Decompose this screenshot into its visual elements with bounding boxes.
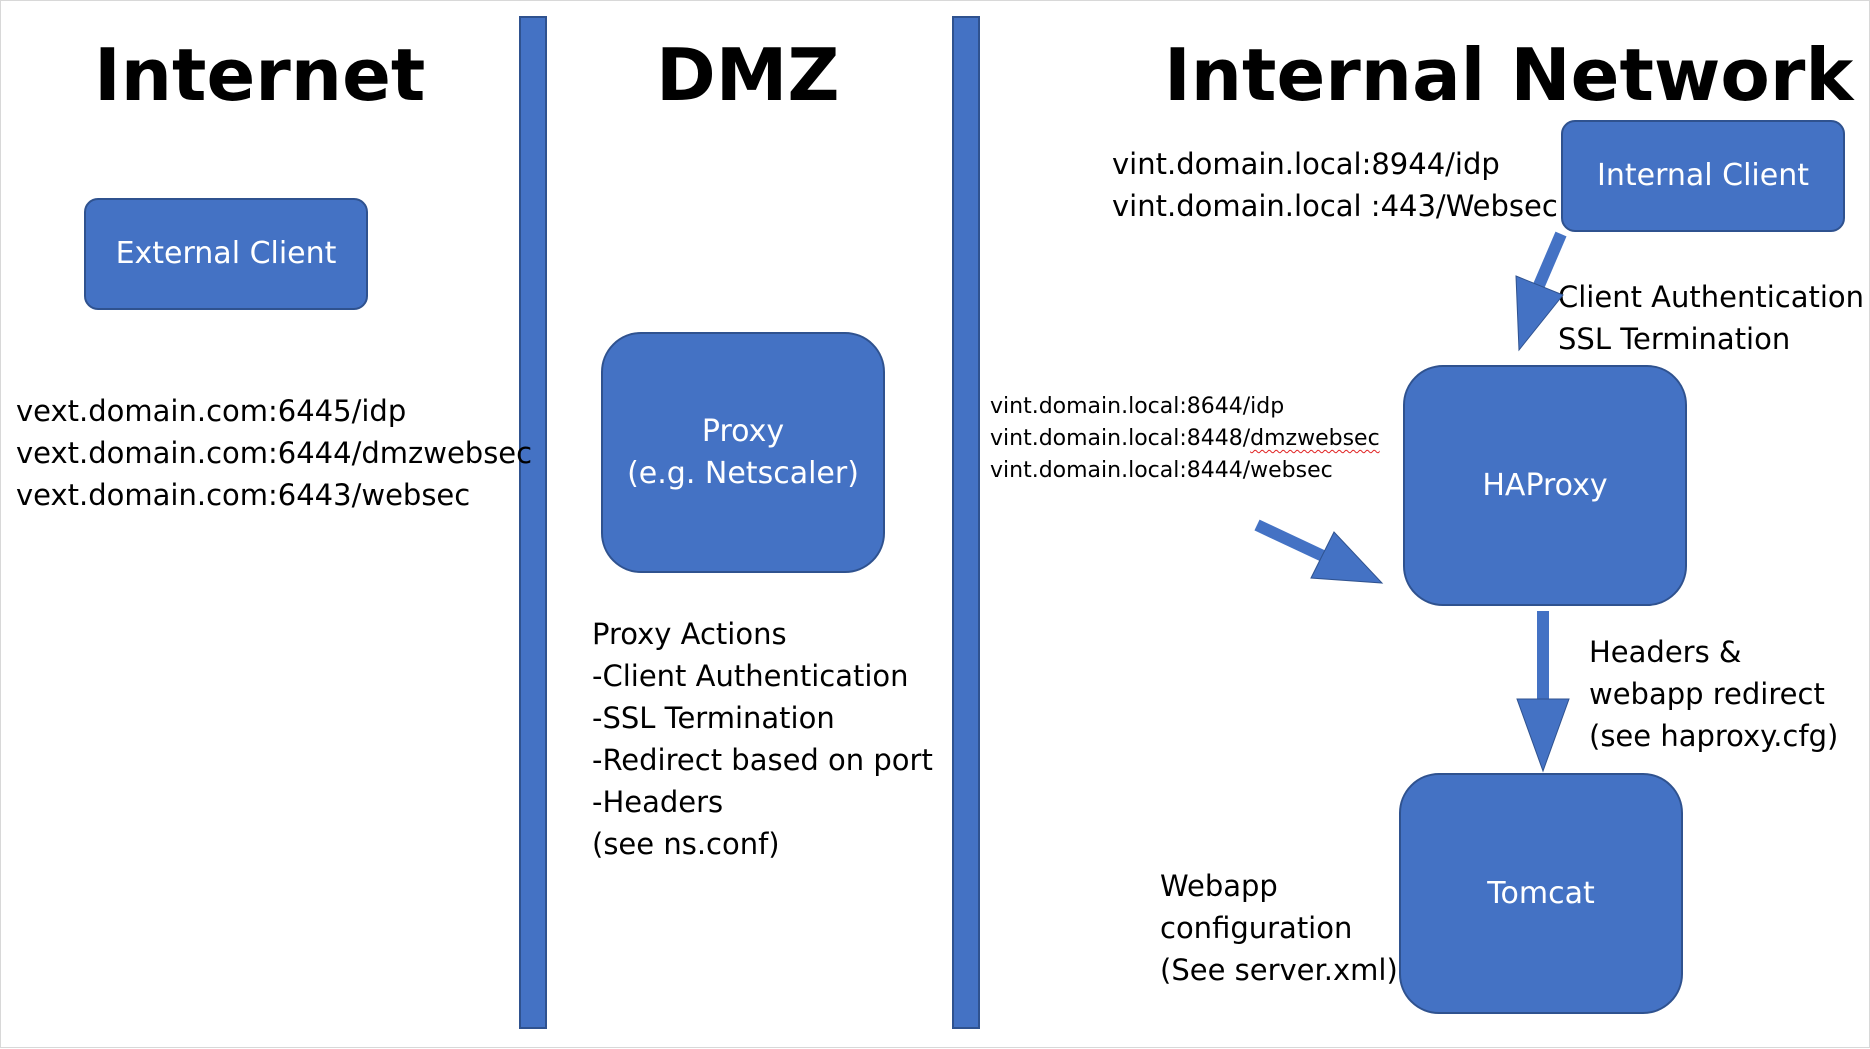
haproxy-label: HAProxy	[1482, 467, 1608, 503]
haproxy-box: HAProxy	[1403, 365, 1687, 606]
dmz-url-prefix: vint.domain.local:8448/	[990, 426, 1251, 451]
internal-client-url: vint.domain.local :443/Websec	[1112, 189, 1558, 223]
internal-client-label: Internal Client	[1596, 158, 1809, 193]
dmz-url: vint.domain.local:8444/websec	[990, 458, 1333, 483]
tomcat-box: Tomcat	[1399, 773, 1683, 1014]
dmz-url: vint.domain.local:8644/idp	[990, 394, 1285, 419]
tomcat-label: Tomcat	[1487, 875, 1595, 911]
dmz-url-suffix-misspelled: dmzwebsec	[1250, 426, 1380, 451]
heading-internal-network: Internal Network	[1164, 33, 1854, 117]
heading-dmz: DMZ	[656, 33, 840, 117]
proxy-actions-title: Proxy Actions	[592, 617, 787, 651]
ssl-termination-line: SSL Termination	[1558, 322, 1791, 356]
haproxy-note-line: (see haproxy.cfg)	[1589, 719, 1839, 753]
external-client-box: External Client	[84, 198, 368, 310]
external-url-list: vext.domain.com:6445/idp vext.domain.com…	[16, 390, 532, 516]
arrow-dmz-to-haproxy	[1254, 519, 1326, 562]
internal-client-url: vint.domain.local:8944/idp	[1112, 147, 1500, 181]
external-url: vext.domain.com:6444/dmzwebsec	[16, 436, 533, 470]
arrowhead-haproxy-to-tomcat	[1516, 698, 1570, 773]
client-auth-line: Client Authentication	[1558, 280, 1865, 314]
arrowhead-internal-client-to-haproxy	[1515, 275, 1564, 352]
arrow-internal-client-to-haproxy	[1531, 231, 1567, 293]
haproxy-note-line: webapp redirect	[1589, 677, 1825, 711]
heading-internet: Internet	[94, 33, 426, 117]
external-url: vext.domain.com:6445/idp	[16, 394, 407, 428]
proxy-actions-list: Proxy Actions -Client Authentication -SS…	[592, 613, 933, 865]
webapp-note-line: Webapp	[1160, 869, 1278, 903]
dmz-url: vint.domain.local:8448/dmzwebsec	[990, 423, 1380, 455]
proxy-action-item: -SSL Termination	[592, 701, 835, 735]
proxy-example-label: (e.g. Netscaler)	[627, 455, 859, 491]
dmz-url-list: vint.domain.local:8644/idp vint.domain.l…	[990, 391, 1380, 487]
external-url: vext.domain.com:6443/websec	[16, 478, 471, 512]
proxy-label: Proxy	[701, 413, 785, 449]
divider-internet-dmz	[519, 16, 547, 1029]
client-auth-note: Client Authentication SSL Termination	[1558, 276, 1864, 360]
haproxy-note: Headers & webapp redirect (see haproxy.c…	[1589, 631, 1838, 757]
divider-dmz-internal	[952, 16, 980, 1029]
webapp-note: Webapp configuration (See server.xml)	[1160, 865, 1398, 991]
webapp-note-line: (See server.xml)	[1160, 953, 1398, 987]
webapp-note-line: configuration	[1160, 911, 1353, 945]
internal-client-box: Internal Client	[1561, 120, 1845, 232]
arrowhead-dmz-to-haproxy	[1310, 531, 1384, 584]
proxy-action-item: -Redirect based on port	[592, 743, 933, 777]
internal-client-url-list: vint.domain.local:8944/idp vint.domain.l…	[1112, 143, 1558, 227]
haproxy-note-line: Headers &	[1589, 635, 1742, 669]
external-client-label: External Client	[115, 236, 337, 271]
proxy-box: Proxy (e.g. Netscaler)	[601, 332, 885, 573]
proxy-action-item: -Headers	[592, 785, 724, 819]
proxy-action-item: -Client Authentication	[592, 659, 909, 693]
proxy-action-item: (see ns.conf)	[592, 827, 780, 861]
